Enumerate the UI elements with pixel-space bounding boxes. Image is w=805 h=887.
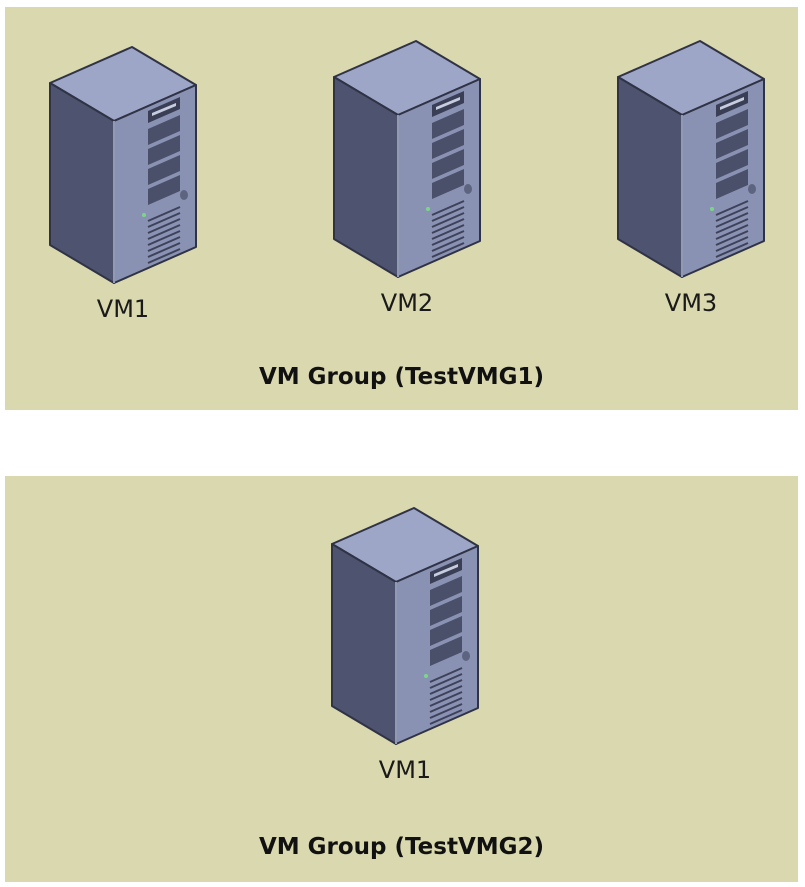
server-tower-icon (332, 39, 482, 279)
server-tower-icon (616, 39, 766, 279)
vm-node[interactable]: VM2 (317, 39, 497, 317)
vm-label: VM3 (664, 289, 718, 317)
vm-node[interactable]: VM3 (601, 39, 781, 317)
vm-group-testvmg1: VM1 VM2 VM3 VM Group (TestVMG1) (5, 7, 798, 410)
vm-node[interactable]: VM1 (33, 45, 213, 323)
server-tower-icon (48, 45, 198, 285)
vm-label: VM2 (380, 289, 434, 317)
group-label: VM Group (TestVMG2) (258, 834, 545, 860)
vm-label: VM1 (96, 295, 150, 323)
vm-label: VM1 (378, 756, 432, 784)
group-label: VM Group (TestVMG1) (258, 364, 545, 390)
server-tower-icon (330, 506, 480, 746)
vm-node[interactable]: VM1 (315, 506, 495, 784)
vm-group-testvmg2: VM1 VM Group (TestVMG2) (5, 476, 798, 882)
